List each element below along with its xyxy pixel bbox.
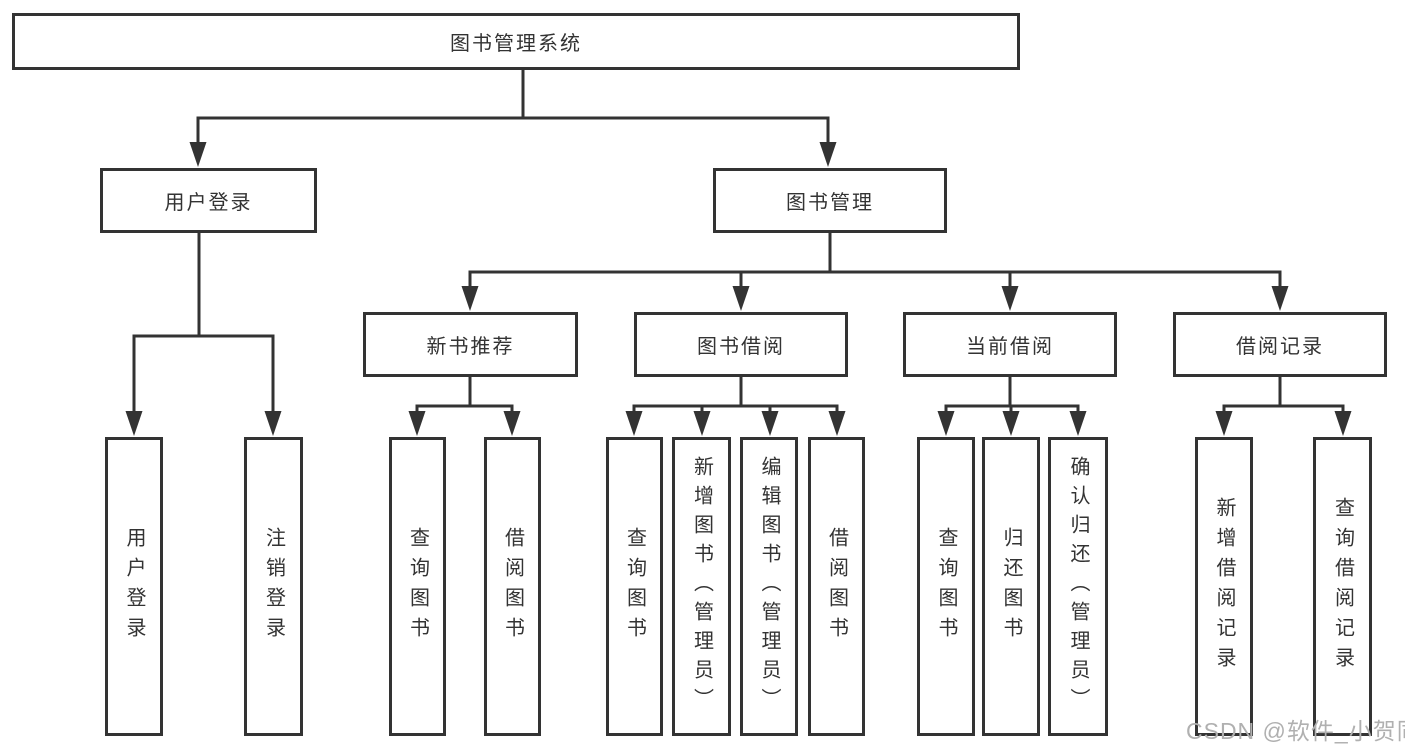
node-label-rec-query: 查询图书 [406, 526, 429, 647]
connector-borrow-children [625, 375, 846, 436]
node-login-logout: 注销登录 [244, 437, 303, 736]
node-label-borrow-query: 查询图书 [623, 526, 646, 647]
arrowhead [828, 411, 846, 436]
watermark: CSDN @软件_小贺同学 [1186, 718, 1405, 744]
arrowhead [732, 286, 750, 311]
arrowhead [937, 411, 955, 436]
node-borrow: 图书借阅 [634, 312, 848, 377]
node-mgmt: 图书管理 [713, 168, 947, 233]
arrowhead [125, 411, 143, 436]
node-label-login-user: 用户登录 [123, 526, 145, 647]
node-login-user: 用户登录 [105, 437, 163, 736]
node-label-record-query: 查询借阅记录 [1331, 496, 1354, 677]
node-label-mgmt: 图书管理 [786, 192, 874, 214]
connector-mgmt-children [461, 231, 1289, 311]
node-label-borrow-edit: 编辑图书（管理员） [758, 456, 780, 717]
arrowhead [1271, 286, 1289, 311]
node-record-add: 新增借阅记录 [1195, 437, 1253, 736]
node-label-borrow-add: 新增图书（管理员） [690, 456, 713, 717]
node-record-query: 查询借阅记录 [1313, 437, 1372, 736]
connector-root-children [189, 68, 837, 167]
node-current-return: 归还图书 [982, 437, 1040, 736]
node-rec: 新书推荐 [363, 312, 578, 377]
node-label-current-confirm: 确认归还（管理员） [1067, 456, 1089, 717]
node-label-borrow-borrow: 借阅图书 [825, 526, 848, 647]
arrowhead [1334, 411, 1352, 436]
node-label-rec-borrow: 借阅图书 [501, 526, 524, 647]
node-root: 图书管理系统 [12, 13, 1020, 70]
node-label-current-query: 查询图书 [935, 526, 957, 647]
node-borrow-borrow: 借阅图书 [808, 437, 865, 736]
node-label-root: 图书管理系统 [450, 33, 582, 55]
connector-rec-children [408, 375, 521, 436]
arrowhead [408, 411, 426, 436]
connector-login-children [125, 231, 282, 436]
node-rec-query: 查询图书 [389, 437, 446, 736]
arrowhead [761, 411, 779, 436]
connector-record-children [1215, 375, 1352, 436]
node-label-record: 借阅记录 [1236, 336, 1324, 358]
arrowhead [461, 286, 479, 311]
arrowhead [693, 411, 711, 436]
arrowhead [189, 142, 207, 167]
node-label-current-return: 归还图书 [1000, 526, 1022, 647]
node-label-borrow: 图书借阅 [697, 336, 785, 358]
node-label-rec: 新书推荐 [426, 336, 515, 358]
arrowhead [625, 411, 643, 436]
node-record: 借阅记录 [1173, 312, 1387, 377]
node-borrow-query: 查询图书 [606, 437, 663, 736]
connector-current-children [937, 375, 1087, 436]
node-borrow-add: 新增图书（管理员） [672, 437, 731, 736]
node-rec-borrow: 借阅图书 [484, 437, 541, 736]
node-current-query: 查询图书 [917, 437, 975, 736]
node-current: 当前借阅 [903, 312, 1117, 377]
arrowhead [819, 142, 837, 167]
node-label-current: 当前借阅 [966, 336, 1054, 358]
node-label-login-logout: 注销登录 [262, 526, 285, 647]
arrowhead [1069, 411, 1087, 436]
arrowhead [503, 411, 521, 436]
arrowhead [1002, 411, 1020, 436]
node-label-record-add: 新增借阅记录 [1213, 496, 1235, 677]
node-label-login: 用户登录 [164, 192, 253, 214]
node-login: 用户登录 [100, 168, 317, 233]
node-current-confirm: 确认归还（管理员） [1048, 437, 1108, 736]
node-borrow-edit: 编辑图书（管理员） [740, 437, 798, 736]
arrowhead [264, 411, 282, 436]
arrowhead [1215, 411, 1233, 436]
arrowhead [1001, 286, 1019, 311]
